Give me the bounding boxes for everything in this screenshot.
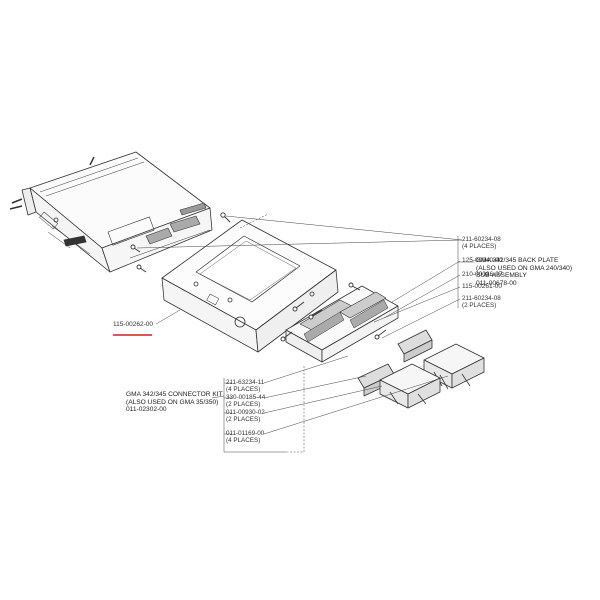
connector-backshell-left xyxy=(379,363,441,409)
callout-330-00185-44: 330-00185-44 (2 PLACES) xyxy=(226,394,266,409)
mounting-screws xyxy=(130,212,387,342)
audio-panel-unit xyxy=(9,151,213,273)
callout-leaders xyxy=(136,215,474,453)
back-plate-title: GMA 342/345 BACK PLATE (ALSO USED ON GMA… xyxy=(476,257,573,287)
d-sub-connector-upper-right xyxy=(397,329,433,363)
connector-backshell-right xyxy=(423,343,485,390)
connector-kit-title: GMA 342/345 CONNECTOR KIT (ALSO USED ON … xyxy=(126,391,223,414)
callout-011-01169-00: 011-01169-00 (4 PLACES) xyxy=(226,430,265,445)
callout-115-00261-00: 115-00261-00 xyxy=(462,283,502,290)
callout-125-00040-00: 125-00040-00 xyxy=(462,257,503,264)
mounting-frame xyxy=(161,213,339,353)
callout-011-00930-02: 011-00930-02 (2 PLACES) xyxy=(226,409,265,424)
callout-screw-upper: 211-60234-08 (4 PLACES) xyxy=(462,236,501,251)
callout-211-63234-11: 211-63234-11 (4 PLACES) xyxy=(226,379,265,394)
callout-210-00036-07: 210-00036-07 xyxy=(462,271,503,278)
callout-screw-back-plate: 211-60234-08 (2 PLACES) xyxy=(462,295,501,310)
frame-part-number: 115-00262-00 xyxy=(113,321,153,328)
